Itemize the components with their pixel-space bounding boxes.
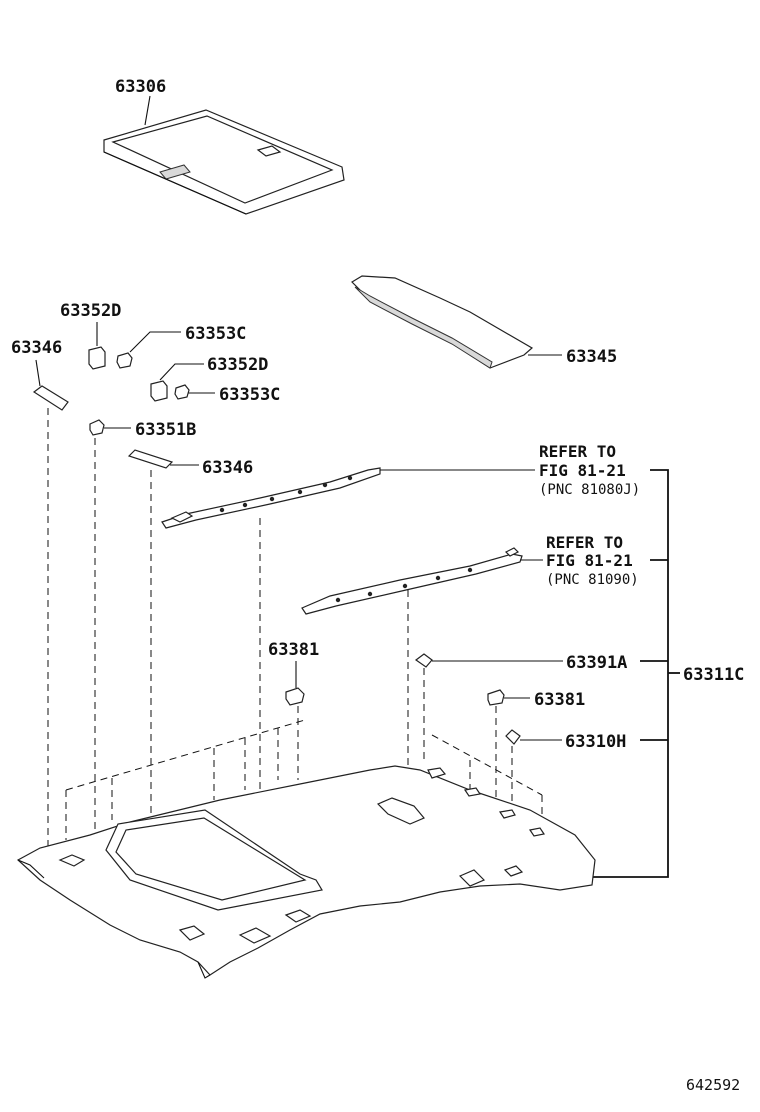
headliner-body [16,765,596,979]
assist-rail-lower [301,547,523,615]
sunshade-part [103,109,345,215]
holder-63381-left [285,687,305,706]
label-63391a: 63391A [566,653,627,673]
leader-63306 [144,95,151,126]
clip-63353c-upper [116,352,133,369]
clip-63391a [414,653,433,668]
figure-id: 642592 [686,1076,740,1094]
label-63352d-left: 63352D [60,301,121,321]
leader-63352d-mid [159,363,204,381]
leader-63353c-upper [129,331,181,353]
ref2-line2: FIG 81-21 [546,551,633,570]
label-63353c-upper: 63353C [185,324,246,344]
pad-63346-center [127,449,174,469]
pad-63346-left [32,385,69,411]
holder-63381-right [487,689,505,706]
ref2-line1: REFER TO [546,533,623,552]
label-63353c-mid: 63353C [219,385,280,405]
ref1-line2: FIG 81-21 [539,461,626,480]
label-63381-right: 63381 [534,690,585,710]
ref2-line3: (PNC 81090) [546,572,639,588]
label-63352d-mid: 63352D [207,355,268,375]
leader-63346-left [35,359,41,387]
alignment-dashes [47,408,543,945]
label-63351b: 63351B [135,420,196,440]
label-63346-left: 63346 [11,338,62,358]
label-63345: 63345 [566,347,617,367]
clip-63351b [89,419,105,436]
assembly-bracket [590,469,669,878]
clip-63310h [505,729,521,745]
ref1-line1: REFER TO [539,442,616,461]
assist-rail-upper [161,467,381,529]
rear-panel-part [351,275,534,369]
label-63306: 63306 [115,77,166,97]
clip-63353c-mid [174,384,190,400]
label-63346-center: 63346 [202,458,253,478]
label-63381-left: 63381 [268,640,319,660]
clip-63352d-mid [150,380,168,402]
label-63311c: 63311C [683,665,744,685]
ref1-line3: (PNC 81080J) [539,482,640,498]
clip-63352d-left [88,346,106,370]
label-63310h: 63310H [565,732,626,752]
